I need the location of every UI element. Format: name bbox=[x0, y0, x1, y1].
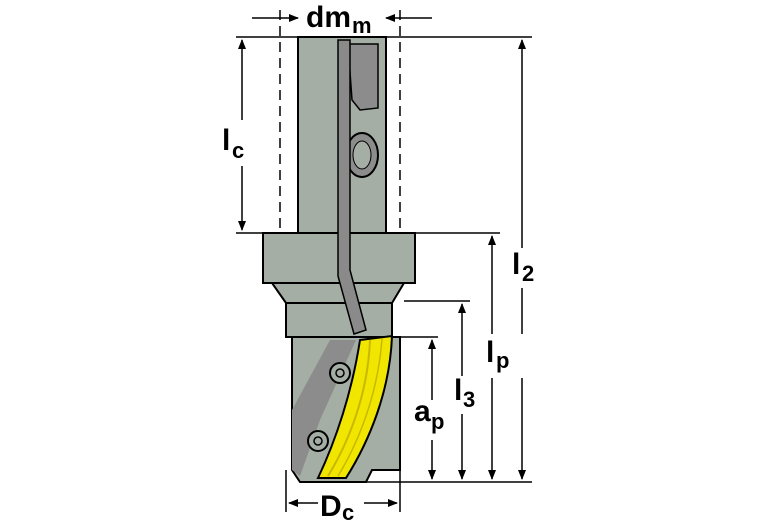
extension-lines bbox=[236, 10, 532, 512]
svg-text:3: 3 bbox=[463, 387, 475, 412]
label-ap: a p bbox=[414, 395, 450, 440]
svg-text:l: l bbox=[454, 374, 462, 407]
svg-text:l: l bbox=[512, 248, 520, 281]
label-lp: l p bbox=[484, 334, 524, 378]
svg-text:D: D bbox=[320, 490, 342, 523]
insert-screw-lower bbox=[307, 430, 329, 452]
svg-text:p: p bbox=[496, 348, 509, 373]
clamping-flat bbox=[347, 43, 379, 111]
svg-text:2: 2 bbox=[522, 261, 534, 286]
svg-text:c: c bbox=[342, 500, 354, 523]
label-dm: dm m bbox=[302, 0, 382, 38]
label-dc: D c bbox=[318, 490, 364, 523]
svg-text:l: l bbox=[222, 124, 230, 157]
coolant-channel bbox=[337, 39, 367, 335]
svg-text:m: m bbox=[352, 13, 372, 38]
neck bbox=[285, 302, 393, 338]
svg-text:c: c bbox=[232, 138, 244, 163]
label-l2: l 2 bbox=[510, 248, 550, 288]
svg-text:dm: dm bbox=[306, 1, 351, 34]
tool-body bbox=[262, 36, 416, 483]
svg-text:p: p bbox=[431, 409, 444, 434]
taper bbox=[270, 282, 406, 304]
label-lc: l c bbox=[218, 120, 264, 166]
svg-text:a: a bbox=[414, 395, 431, 428]
helical-insert bbox=[316, 334, 394, 479]
label-l3: l 3 bbox=[452, 374, 484, 414]
svg-text:l: l bbox=[486, 336, 494, 369]
insert-screw-upper bbox=[329, 362, 351, 384]
